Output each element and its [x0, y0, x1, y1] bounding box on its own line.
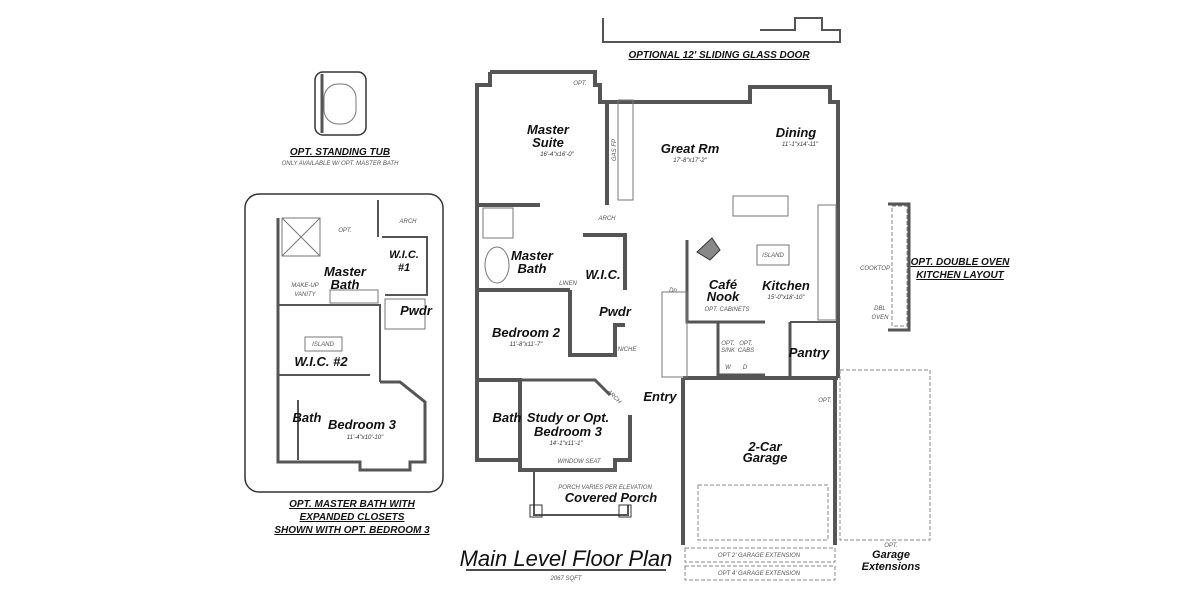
- main-plan-walls: [475, 70, 840, 545]
- linen-note: LINEN: [559, 281, 577, 287]
- inset-wic2-label: W.I.C. #2: [294, 354, 348, 369]
- plan-title: Main Level Floor Plan: [460, 546, 673, 571]
- master-bath-label-1: Master: [511, 248, 554, 263]
- pwdr-label: Pwdr: [599, 304, 632, 319]
- cafe-nook-label-2: Nook: [707, 289, 740, 304]
- great-room-label: Great Rm: [661, 141, 720, 156]
- great-room-dims: 17'-8"x17'-2": [673, 158, 707, 164]
- garage-ext-opt: OPT.: [884, 543, 898, 549]
- sliding-door-caption: OPTIONAL 12' SLIDING GLASS DOOR: [628, 50, 810, 61]
- dryer-note: D: [743, 365, 748, 371]
- wic-label: W.I.C.: [585, 267, 620, 282]
- gas-fp-note: GAS FP: [612, 139, 618, 161]
- kitchen-dims: 15'-0"x18'-10": [768, 295, 806, 301]
- dining-label: Dining: [776, 125, 816, 140]
- study-arch-note: ARCH: [605, 388, 622, 405]
- bedroom2-dims: 11'-8"x11'-7": [510, 342, 544, 348]
- study-label-1: Study or Opt.: [527, 410, 609, 425]
- kitchen-label: Kitchen: [762, 278, 810, 293]
- study-label-2: Bedroom 3: [534, 424, 603, 439]
- study-dims: 14'-1"x11'-1": [549, 441, 583, 447]
- master-bath-option-drawing: [244, 193, 444, 493]
- inset-makeup-note-2: VANITY: [294, 292, 316, 298]
- inset-bedroom3-dims: 11'-4"x10'-10": [347, 435, 384, 441]
- inset-wic1-label-1: W.I.C.: [389, 249, 419, 261]
- cafe-nook-label-1: Café: [709, 277, 737, 292]
- double-oven-caption-1: OPT. DOUBLE OVEN: [911, 257, 1010, 268]
- garage-label-2: Garage: [743, 450, 788, 465]
- opt-sink-note-1: OPT.: [721, 341, 735, 347]
- master-suite-label-1: Master: [527, 122, 570, 137]
- arch-note: ARCH: [597, 216, 616, 222]
- plan-sqft: 2067 SQFT: [549, 576, 582, 582]
- garage-label-1: 2-Car: [747, 439, 782, 454]
- inset-island-note: ISLAND: [312, 342, 334, 348]
- master-bath-label-2: Bath: [518, 261, 547, 276]
- master-bath-option-caption-1: OPT. MASTER BATH WITH: [289, 499, 416, 510]
- garage-ext-caption-2: Extensions: [862, 561, 921, 573]
- kitchen-island-note: ISLAND: [762, 253, 784, 259]
- inset-bedroom3-label: Bedroom 3: [328, 417, 397, 432]
- double-oven-caption-2: KITCHEN LAYOUT: [916, 270, 1004, 281]
- opt-door-note: OPT.: [573, 81, 587, 87]
- standing-tub-drawing: [314, 71, 367, 136]
- standing-tub-note: ONLY AVAILABLE W/ OPT. MASTER BATH: [282, 161, 399, 167]
- stairs-down-note: Dn: [669, 288, 677, 294]
- main-plan-fixtures: [482, 99, 931, 581]
- entry-label: Entry: [643, 389, 677, 404]
- dining-dims: 11'-1"x14'-11": [782, 142, 819, 148]
- master-bath-option-caption-3: SHOWN WITH OPT. BEDROOM 3: [274, 525, 430, 536]
- dbl-oven-note-1: DBL: [874, 306, 886, 312]
- niche-note: NICHE: [618, 347, 638, 353]
- washer-note: W: [725, 365, 732, 371]
- inset-arch-note: ARCH: [398, 219, 417, 225]
- opt-cabs-note-2: CABS: [738, 348, 754, 354]
- porch-label: Covered Porch: [565, 490, 658, 505]
- bedroom2-label: Bedroom 2: [492, 325, 561, 340]
- inset-opt-note: OPT.: [338, 228, 352, 234]
- porch-note: PORCH VARIES PER ELEVATION: [558, 485, 652, 491]
- garage-ext-2-note: OPT 2' GARAGE EXTENSION: [718, 553, 801, 559]
- sliding-door-option-drawing: [602, 17, 841, 43]
- inset-wic1-label-2: #1: [398, 262, 410, 274]
- garage-ext-caption-1: Garage: [872, 549, 910, 561]
- opt-cabs-note-1: OPT.: [739, 341, 753, 347]
- opt-cabinets-note: OPT. CABINETS: [704, 307, 749, 313]
- standing-tub-caption: OPT. STANDING TUB: [290, 147, 390, 158]
- inset-master-bath-label-1: Master: [324, 264, 367, 279]
- pantry-label: Pantry: [789, 345, 830, 360]
- dbl-oven-note-2: OVEN: [871, 315, 889, 321]
- master-bath-option-caption-2: EXPANDED CLOSETS: [300, 512, 405, 523]
- inset-master-bath-label-2: Bath: [331, 277, 360, 292]
- opt-sink-note-2: SINK: [721, 348, 736, 354]
- inset-pwdr-label: Pwdr: [400, 303, 433, 318]
- inset-bath-label: Bath: [293, 410, 322, 425]
- master-suite-label-2: Suite: [532, 135, 564, 150]
- garage-ext-4-note: OPT 4' GARAGE EXTENSION: [718, 571, 801, 577]
- cooktop-note: COOKTOP: [860, 266, 890, 272]
- bath-label: Bath: [493, 410, 522, 425]
- master-suite-dims: 16'-4"x16'-0": [540, 152, 574, 158]
- garage-opt-note: OPT.: [818, 398, 832, 404]
- inset-makeup-note-1: MAKE-UP: [291, 283, 318, 289]
- double-oven-option-drawing: [888, 202, 911, 332]
- window-seat-note: WINDOW SEAT: [557, 459, 602, 465]
